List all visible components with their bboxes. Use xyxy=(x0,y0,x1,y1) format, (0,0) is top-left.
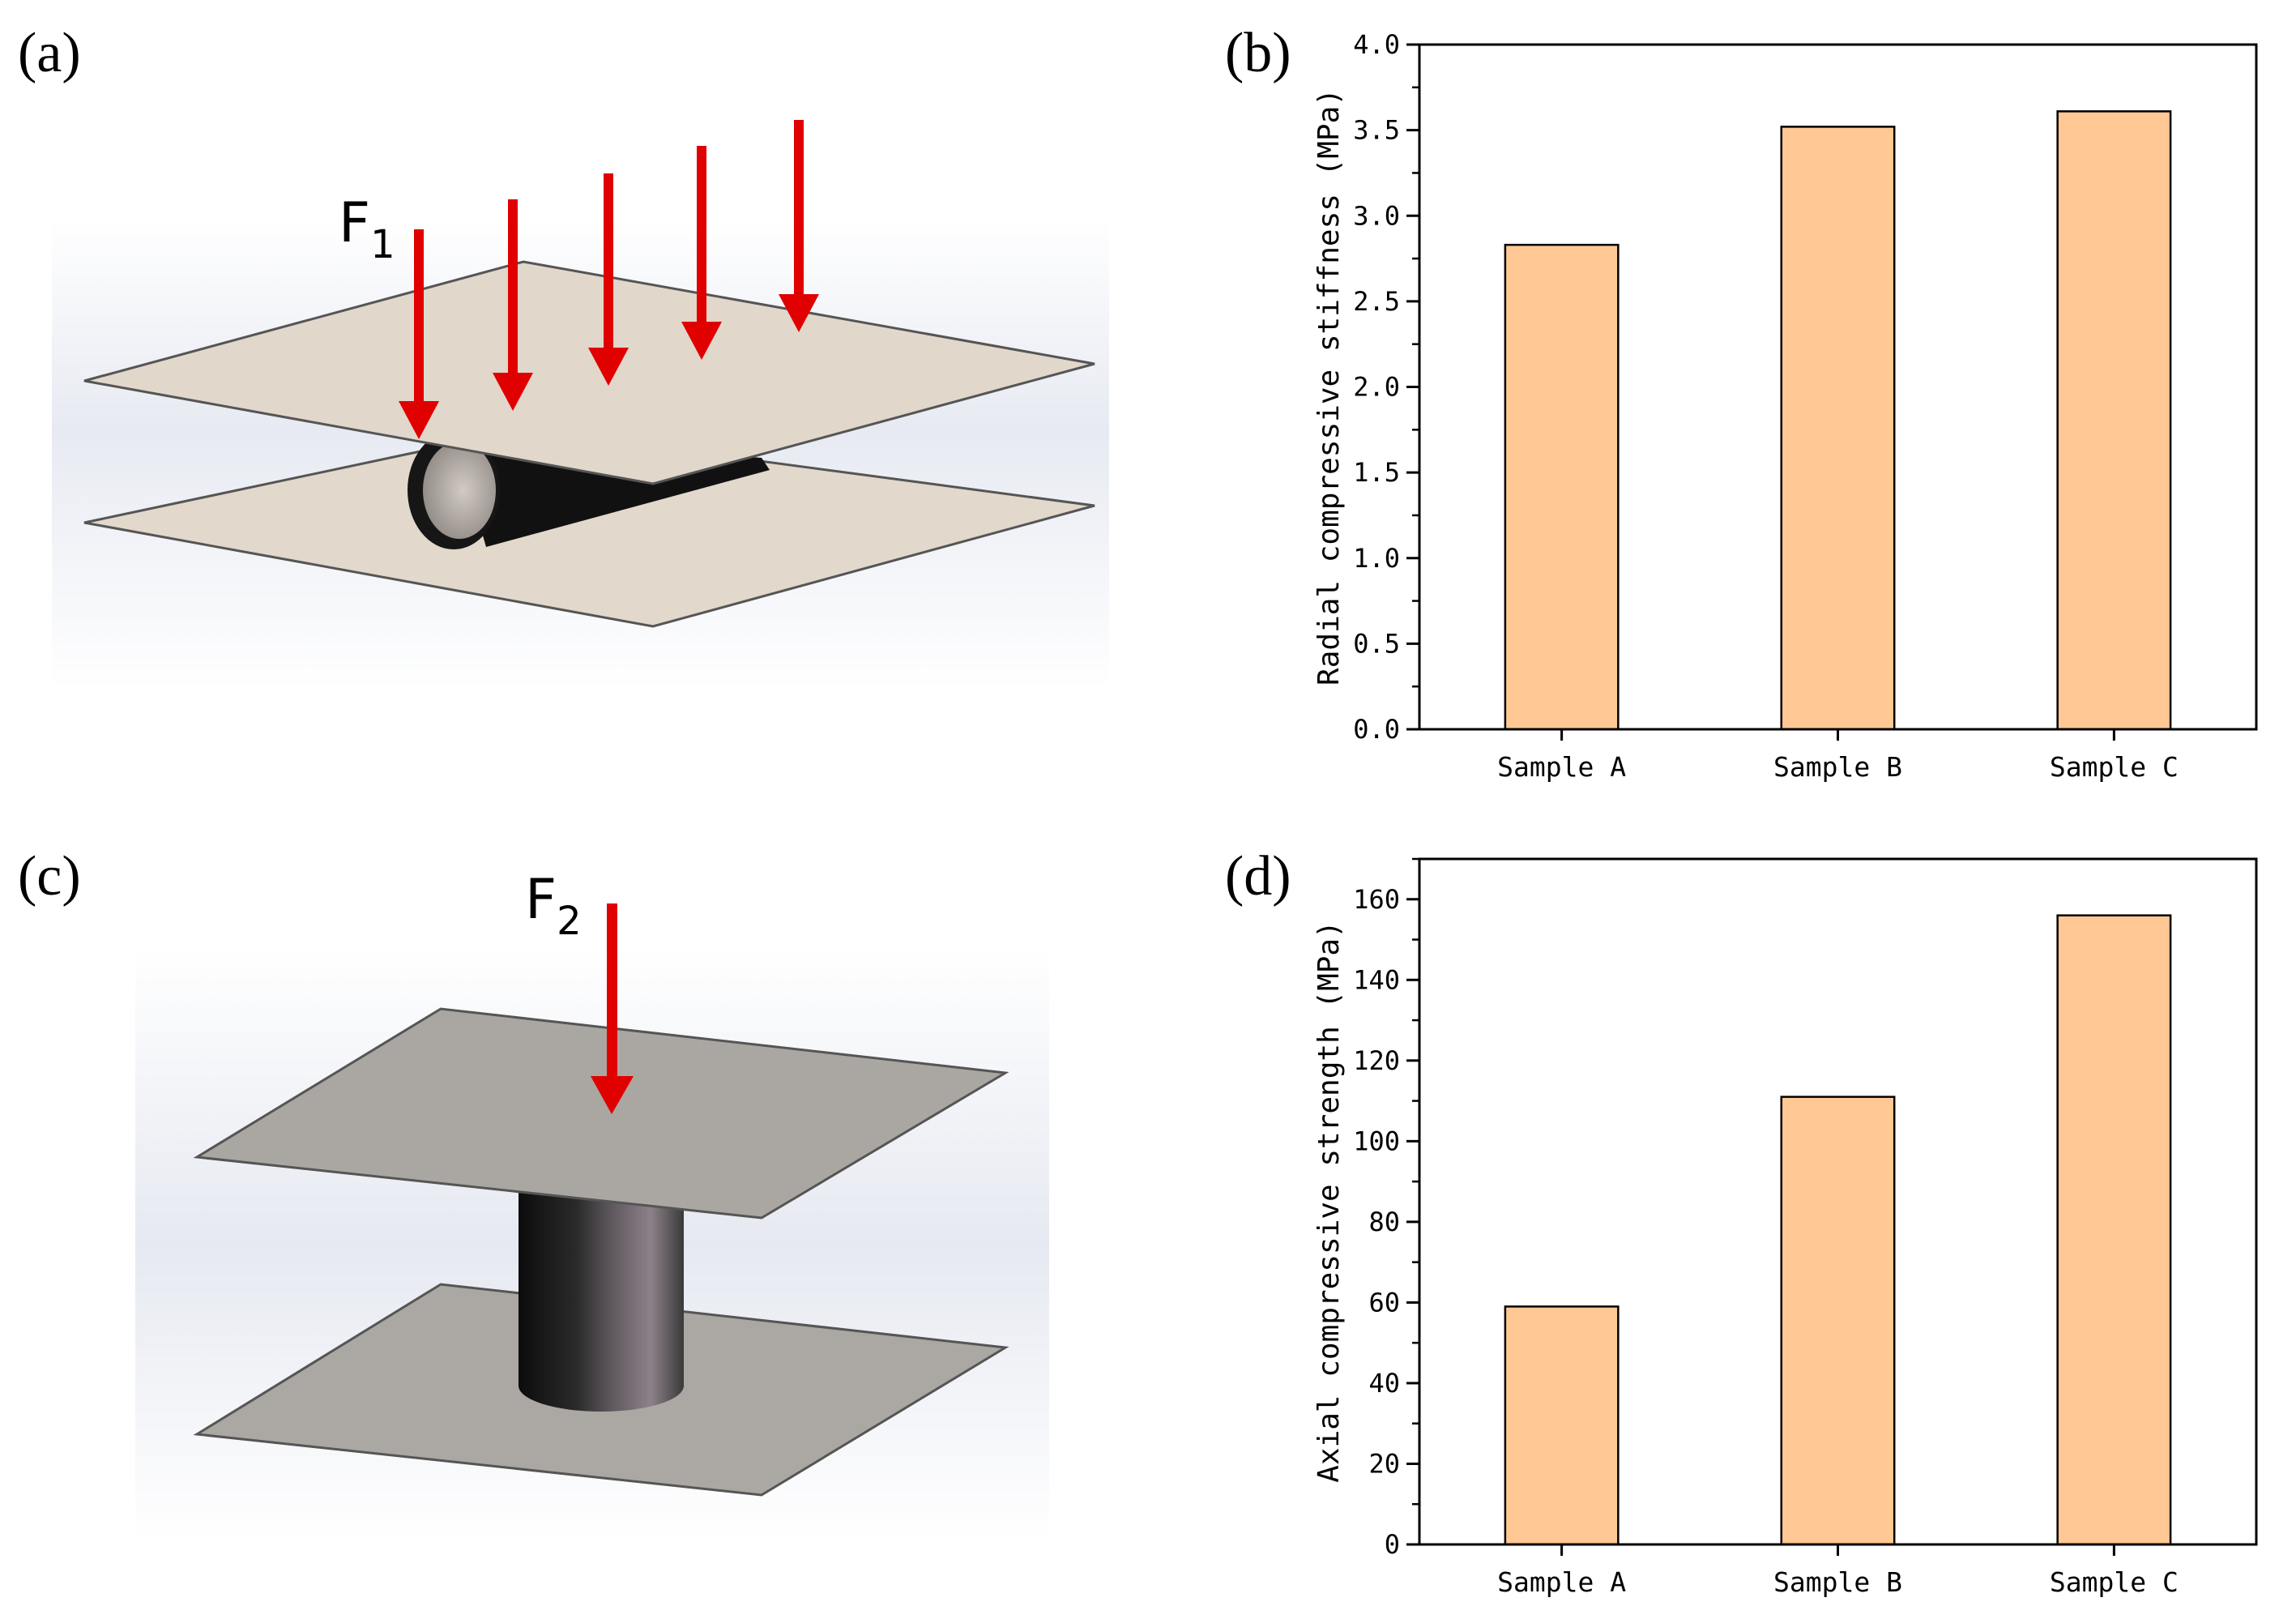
arrow xyxy=(588,173,629,386)
y-tick-label: 4.0 xyxy=(1353,29,1400,60)
force-arrow-f2 xyxy=(591,903,634,1114)
y-tick-label: 60 xyxy=(1368,1287,1400,1318)
y-tick-label: 2.0 xyxy=(1353,372,1400,403)
y-tick-label: 80 xyxy=(1368,1207,1400,1237)
tube-vertical xyxy=(519,1175,684,1412)
x-tick-label: Sample B xyxy=(1773,751,1902,783)
y-tick-label: 0 xyxy=(1385,1529,1400,1560)
bottom-plate xyxy=(83,428,1095,628)
panel-a: F1 (a) xyxy=(18,22,1109,689)
bar-sample-a xyxy=(1504,243,1620,731)
bar-sample-a xyxy=(1504,1305,1620,1546)
panel-label-a: (a) xyxy=(18,22,81,84)
top-plate xyxy=(193,1007,1009,1220)
bar-sample-b xyxy=(1780,1096,1896,1546)
y-tick-label: 0.5 xyxy=(1353,628,1400,659)
y-tick-label: 140 xyxy=(1353,964,1400,995)
y-tick-label: 120 xyxy=(1353,1045,1400,1076)
y-tick-label: 1.5 xyxy=(1353,457,1400,488)
x-tick-label: Sample C xyxy=(2050,751,2179,783)
y-axis-title: Axial compressive strength (MPa) xyxy=(1312,921,1346,1483)
y-tick-label: 100 xyxy=(1353,1126,1400,1156)
force-arrows-f1 xyxy=(399,120,819,439)
y-tick-label: 160 xyxy=(1353,884,1400,915)
y-tick-label: 2.5 xyxy=(1353,286,1400,317)
y-tick-label: 1.0 xyxy=(1353,543,1400,574)
bar-sample-b xyxy=(1780,126,1896,731)
tube-bore xyxy=(423,442,496,539)
x-tick-label: Sample A xyxy=(1497,751,1626,783)
panel-label-d: (d) xyxy=(1225,845,1291,908)
tube-body xyxy=(519,1175,684,1412)
panel-label-b: (b) xyxy=(1225,22,1291,84)
y-axis-title: Radial compressive stiffness (MPa) xyxy=(1312,88,1346,686)
bar-sample-c xyxy=(2056,110,2172,731)
x-tick-label: Sample A xyxy=(1497,1566,1626,1598)
arrow xyxy=(493,199,533,411)
y-tick-label: 20 xyxy=(1368,1448,1400,1479)
y-tick-label: 3.0 xyxy=(1353,200,1400,231)
y-tick-label: 40 xyxy=(1368,1368,1400,1399)
force-label-f2: F2 xyxy=(525,868,582,944)
panel-label-c: (c) xyxy=(18,845,81,908)
top-plate xyxy=(83,260,1095,485)
arrow xyxy=(399,229,439,439)
x-tick-label: Sample C xyxy=(2050,1566,2179,1598)
y-tick-label: 0.0 xyxy=(1353,714,1400,745)
y-tick-label: 3.5 xyxy=(1353,115,1400,146)
force-label-f1: F1 xyxy=(339,191,395,267)
x-tick-label: Sample B xyxy=(1773,1566,1902,1598)
arrow xyxy=(681,146,722,360)
bar-sample-c xyxy=(2056,914,2172,1546)
arrow xyxy=(779,120,819,332)
panel-c: F2 (c) xyxy=(18,845,1049,1542)
